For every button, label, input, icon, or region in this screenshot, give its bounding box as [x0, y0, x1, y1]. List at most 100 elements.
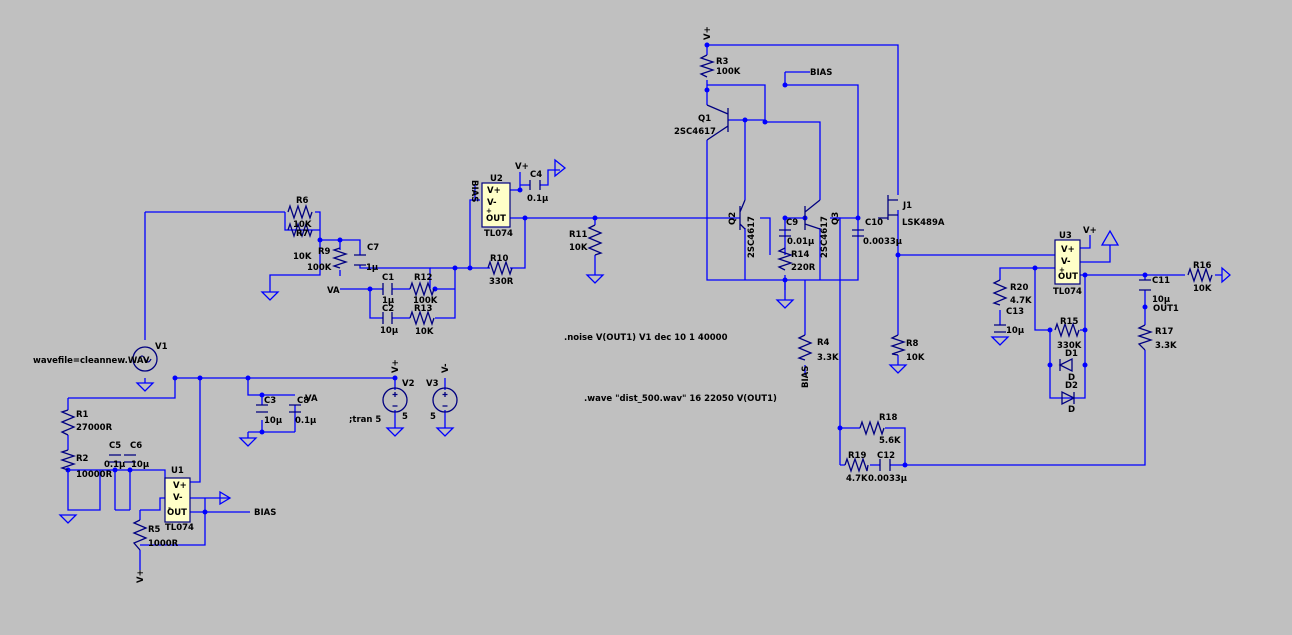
net-va-2: VA: [305, 394, 318, 404]
directive-wave: .wave "dist_500.wav" 16 22050 V(OUT1): [584, 394, 777, 404]
resistor-r17: [1136, 324, 1154, 351]
c9-label: C9: [786, 218, 798, 228]
q1-value: 2SC4617: [674, 127, 716, 137]
r8-value: 10K: [906, 353, 925, 363]
capacitors: [109, 180, 1151, 471]
ground-icon: [435, 427, 455, 437]
u2-vplus-pin: V+: [487, 186, 501, 196]
net-vplus-v2: V+: [391, 359, 401, 373]
j1-value: LSK489A: [902, 218, 945, 228]
capacitor-c2: [382, 312, 393, 324]
capacitor-c12: [879, 459, 891, 471]
resistor-r16: [1187, 266, 1213, 284]
resistor-r5: [132, 519, 148, 551]
source-v3: [432, 387, 458, 413]
ground-icon: [990, 336, 1010, 346]
resistor-r9: [331, 247, 349, 269]
r20-label: R20: [1010, 283, 1028, 293]
c12-label: C12: [877, 451, 895, 461]
r12-label: R12: [414, 273, 432, 283]
net-bias-top: BIAS: [810, 68, 832, 78]
resistor-r15: [1054, 321, 1080, 339]
r17-label: R17: [1155, 327, 1173, 337]
transistor-q2: [739, 199, 746, 230]
u3-vminus-pin: V-: [1061, 257, 1071, 267]
c6-label: C6: [130, 441, 142, 451]
r13-value: 10K: [415, 327, 434, 337]
r10-label: R10: [490, 254, 508, 264]
r4-value: 3.3K: [817, 353, 839, 363]
d1-value: D: [1068, 373, 1075, 383]
resistor-r8: [889, 334, 907, 356]
u2-label: U2: [490, 174, 503, 184]
resistor-r13: [409, 309, 435, 327]
jfet-j1: [878, 195, 898, 220]
net-vplus-q1: V+: [703, 26, 713, 40]
r18-value: 5.6K: [879, 436, 901, 446]
ground-icon: [1221, 266, 1231, 284]
c5-value: 0.1µ: [104, 460, 125, 470]
capacitor-c1: [382, 283, 393, 295]
resistor-r11: [587, 224, 603, 256]
resistor-r20: [992, 279, 1008, 306]
r3-value: 100K: [716, 67, 741, 77]
ground-icon: [888, 364, 908, 374]
net-bias-u1: BIAS: [254, 508, 276, 518]
r7-value: 10K: [293, 252, 312, 262]
r1-value: 27000R: [76, 423, 113, 433]
d1-label: D1: [1065, 349, 1078, 359]
u1-label: U1: [171, 466, 184, 476]
r3-label: R3: [716, 57, 729, 67]
c11-value: 10µ: [1152, 295, 1170, 305]
directive-noise: .noise V(OUT1) V1 dec 10 1 40000: [564, 333, 728, 343]
diode-d1: [1058, 357, 1073, 373]
wires: [67, 44, 1222, 570]
net-flags: V+ V+ V- V+ BIAS BIAS Q2 2SC4617 Q3 2SC4…: [136, 26, 841, 583]
c3-value: 10µ: [264, 416, 282, 426]
c10-label: C10: [865, 218, 883, 228]
r20-value: 4.7K: [1010, 296, 1032, 306]
r15-value: 330K: [1057, 341, 1082, 351]
c10-value: 0.0033µ: [863, 237, 902, 247]
v2-value: 5: [402, 412, 408, 422]
c13-value: 10µ: [1006, 326, 1024, 336]
r17-value: 3.3K: [1155, 341, 1177, 351]
r15-label: R15: [1060, 317, 1078, 327]
resistor-r7: [287, 221, 313, 239]
r9-value: 100K: [307, 263, 332, 273]
v1-value: wavefile=cleannew.WAV: [33, 356, 150, 366]
capacitor-c10: [852, 229, 864, 237]
ground-icon: [135, 382, 155, 392]
u1-minus: -: [168, 504, 171, 512]
r14-value: 220R: [791, 263, 816, 273]
c8-label: C8: [297, 396, 309, 406]
r16-value: 10K: [1193, 284, 1212, 294]
net-vminus-v3: V-: [441, 363, 451, 373]
net-out1: OUT1: [1153, 304, 1179, 314]
transistor-q3: [804, 199, 821, 230]
spice-directives: ;tran 5 .noise V(OUT1) V1 dec 10 1 40000…: [349, 333, 777, 425]
u2-value: TL074: [484, 229, 513, 239]
net-bias-u2: BIAS: [469, 180, 479, 202]
ground-icon: [238, 437, 258, 447]
source-v1: [132, 346, 158, 372]
r11-label: R11: [569, 230, 587, 240]
r19-label: R19: [848, 451, 866, 461]
u3-plus: +: [1059, 266, 1065, 274]
r16-label: R16: [1193, 261, 1211, 271]
c1-label: C1: [382, 273, 394, 283]
ground-icon: [554, 158, 567, 178]
c7-label: C7: [367, 243, 379, 253]
d2-label: D2: [1065, 381, 1078, 391]
opamp-u3: V+ V- OUT: [1054, 239, 1081, 285]
c8-value: 0.1µ: [295, 416, 316, 426]
resistor-r14: [776, 247, 794, 271]
c9-value: 0.01µ: [787, 237, 814, 247]
u1-vplus-pin: V+: [173, 481, 187, 491]
resistor-r19: [844, 456, 869, 474]
c4-label: C4: [530, 170, 542, 180]
opamps: V+ V- OUT V+ V- OUT V+ V- OUT: [164, 182, 1081, 523]
u3-vplus-net: V+: [1083, 226, 1097, 236]
diode-d2: [1061, 390, 1076, 406]
v3-label: V3: [426, 379, 439, 389]
